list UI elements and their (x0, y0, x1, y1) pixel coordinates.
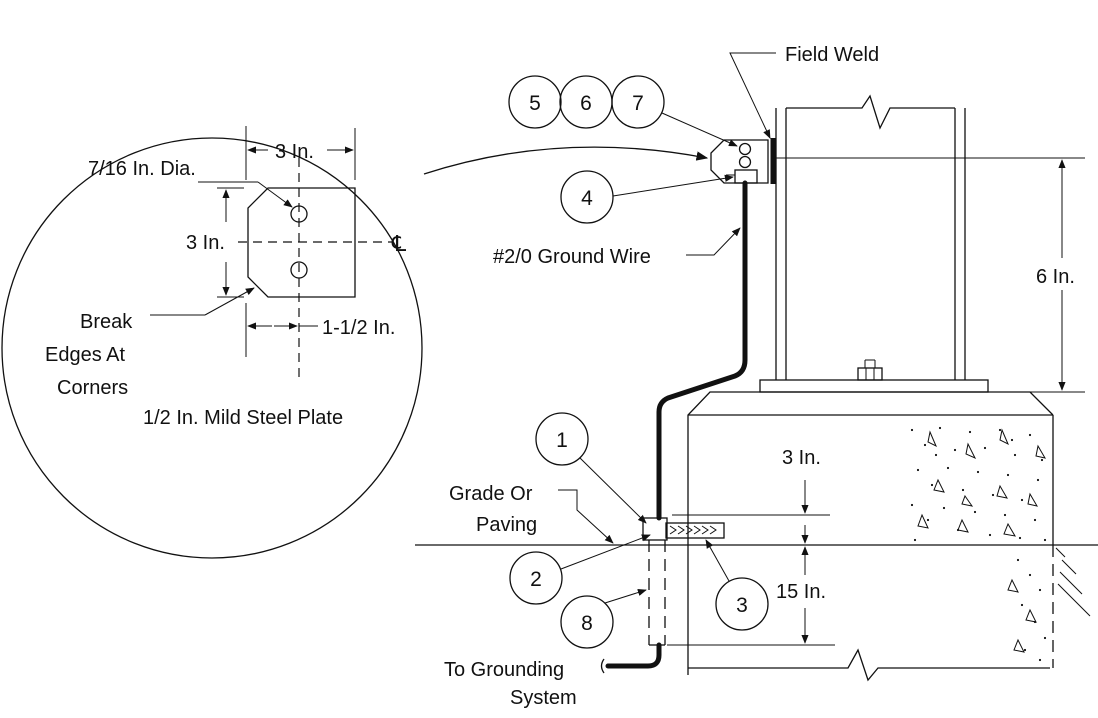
anchor-nut (857, 367, 883, 381)
cable-sleeve (665, 522, 725, 539)
offset-dim-label: 1-1/2 In. (322, 317, 395, 339)
break-leader-arrow (204, 287, 255, 316)
sleeve-hatch (669, 525, 717, 535)
grade-leader (558, 489, 614, 544)
callout-bubble-1 (535, 412, 589, 466)
fifteen-in-label: 15 In. (776, 581, 826, 603)
wire-break-mark (600, 658, 605, 674)
concrete-stipple (910, 426, 1047, 662)
to-grounding-line1: To Grounding (444, 659, 564, 681)
break-label-line3: Corners (57, 377, 128, 399)
callout-7-text: 7 (632, 92, 644, 115)
callout-5-text: 5 (529, 92, 541, 115)
clamp-bolt-bottom (738, 155, 752, 169)
width-dim-label: 3 In. (275, 141, 314, 163)
hole-dia-label: 7/16 In. Dia. (88, 158, 196, 180)
callout-bubble-2 (509, 551, 563, 605)
ground-wire (656, 180, 748, 521)
field-weld-label: Field Weld (785, 44, 879, 66)
callout-3-leader (705, 539, 730, 582)
centerline-symbol: ℄ (391, 231, 407, 256)
callout-bubble-7 (611, 75, 665, 129)
three-in-label: 3 In. (782, 447, 821, 469)
callout-4-leader (612, 174, 734, 197)
callout-2-text: 2 (530, 568, 542, 591)
field-weld-leader (729, 52, 776, 139)
callout-8-leader (604, 589, 647, 604)
labels: Field Weld #2/0 Ground Wire Grade Or Pav… (444, 44, 879, 709)
column-break-line (786, 94, 955, 130)
dimensions: 6 In. 3 In. 15 In. (667, 157, 1085, 646)
material-label: 1/2 In. Mild Steel Plate (143, 407, 343, 429)
height-dim-label: 3 In. (186, 232, 225, 254)
six-in-label: 6 In. (1036, 266, 1075, 288)
detail-leader-curve (423, 146, 709, 175)
callout-3-text: 3 (736, 594, 748, 617)
column-base-plate (759, 379, 989, 393)
plate-detail: 3 In. 7/16 In. Dia. 3 In. ℄ 1-1/2 In. Br… (1, 126, 709, 559)
pier-outline (687, 391, 1054, 675)
ground-clamp-assembly (710, 138, 776, 184)
callout-1-text: 1 (556, 429, 568, 452)
grade (415, 544, 1098, 617)
rod-clamp (642, 517, 668, 541)
grade-label-line1: Grade Or (449, 483, 533, 505)
pier-bottom-break (688, 648, 1050, 682)
hole-leader-arrow (257, 181, 293, 208)
callout-4-text: 4 (581, 187, 593, 210)
callout-2-leader (560, 534, 651, 570)
callout-bubble-4 (560, 170, 614, 224)
ground-wire-run (600, 180, 748, 674)
callout-7-leader (661, 112, 738, 147)
break-label-line1: Break (80, 311, 133, 333)
grade-label-line2: Paving (476, 514, 537, 536)
clamp-bolt-top (738, 142, 752, 156)
steel-column (759, 94, 989, 393)
detail-circle (1, 137, 423, 559)
callout-1-leader (579, 457, 647, 524)
callout-bubble-3 (715, 577, 769, 631)
ground-wire-label: #2/0 Ground Wire (493, 246, 651, 268)
callout-bubbles: 5 6 7 4 1 2 3 8 (508, 75, 769, 649)
ground-plate (710, 139, 769, 184)
to-grounding-line2: System (510, 687, 577, 709)
plate-outline (247, 187, 356, 298)
soil-hatch (1055, 547, 1091, 617)
callout-bubble-8 (560, 595, 614, 649)
callout-bubble-5 (508, 75, 562, 129)
break-label-line2: Edges At (45, 344, 126, 366)
ground-wire-leader (686, 227, 741, 256)
concrete-aggregate (917, 428, 1047, 653)
concrete-foundation (687, 391, 1054, 682)
callout-6-text: 6 (580, 92, 592, 115)
callout-8-text: 8 (581, 612, 593, 635)
wire-to-grounding (605, 642, 662, 669)
